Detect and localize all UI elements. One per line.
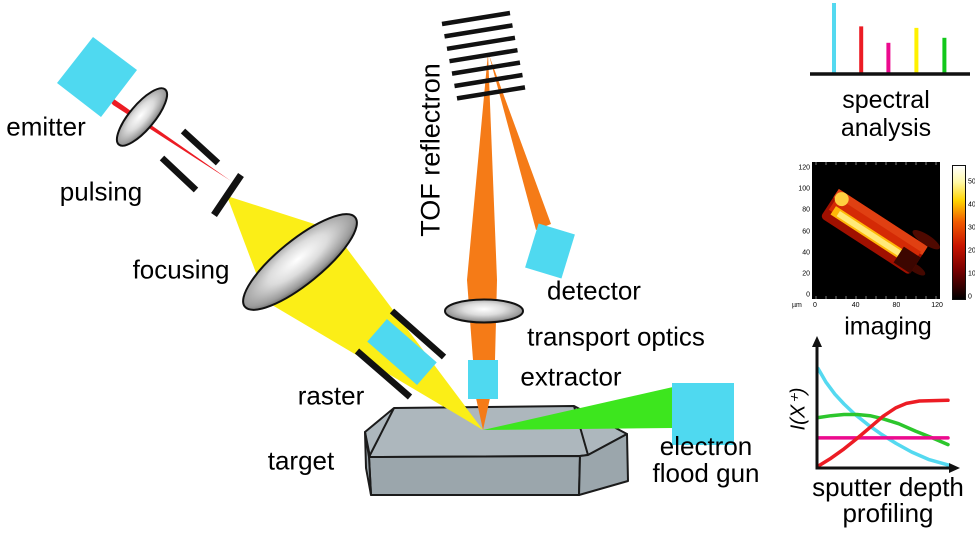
extractor-label: extractor [520,361,622,392]
imaging-xtick: 40 [851,302,860,309]
imaging-ytick: 40 [802,249,810,257]
pulsing-label: pulsing [59,176,143,207]
flood-gun-label-line1: electron [659,431,753,461]
depth-profile-axes [812,336,960,473]
pulsing-lens [115,87,169,147]
emitter-box [57,37,137,117]
profile-curve-red-sigmoid [816,398,950,468]
intensity-colorbar [952,165,966,300]
spectral-analysis-label: spectral analysis [841,86,931,142]
reflected-beam-to-detector [489,55,551,230]
colorbar-tick: 30 [968,224,975,232]
imaging-label: imaging [844,312,932,341]
imaging-ytick: 100 [798,185,810,193]
yellow-beam-tip [441,405,483,430]
colorbar-tick: 40 [968,201,975,209]
colorbar-tick: 20 [968,247,975,255]
transport-optics-lens [444,298,524,324]
extractor-box [468,360,498,399]
imaging-xtick: 80 [892,302,901,309]
colorbar-tick: 10 [968,270,975,278]
raster-plate-lower [354,348,413,400]
imaging-xtick: 120 [931,302,943,309]
flood-gun-label-line2: flood gun [652,458,760,488]
imaging-ytick: 120 [798,164,810,172]
imaging-ytick: 80 [802,206,810,214]
pulsing-plate-lower [159,155,199,193]
profile-curve-green-hump [816,412,950,447]
imaged-sample-bar [821,188,940,276]
imaging-x-unit: µm [792,302,802,309]
focusing-label: focusing [132,254,230,285]
tof-reflectron-grid [441,10,526,101]
focusing-lens [242,213,358,311]
imaging-ytick: 0 [806,291,810,299]
raster-plate-upper [389,308,447,360]
electron-flood-gun-label: electron flood gun [653,433,760,487]
imaging-xtick: 0 [813,302,817,309]
green-electron-beam [483,387,673,430]
secondary-ion-beam [467,53,497,430]
profiling-label-line1: sputter depth [812,472,964,502]
raster-label: raster [297,380,365,411]
colorbar-tick: 50 [968,178,975,186]
spectral-analysis-chart [810,3,970,76]
detector-label: detector [547,275,641,306]
depth-profile-ylabel: I(X⁺) [787,387,810,431]
spectrum-peaks [832,3,947,74]
image-edge-ticks [815,162,937,299]
raster-beam-segment [367,319,437,385]
electron-flood-gun-box [672,383,734,445]
imaging-ytick: 60 [802,228,810,236]
profile-curve-cyan-decay [816,366,950,467]
chopper-plate [211,173,244,217]
profiling-label-line2: profiling [842,498,934,528]
target-label: target [267,445,335,476]
detector-box [525,223,575,279]
colorbar-tick: 0 [968,293,972,301]
pulsing-plate-upper [180,128,221,166]
transport-optics-label: transport optics [527,321,705,352]
sputter-depth-profiling-label: sputter depth profiling [812,474,964,526]
imaging-ytick: 20 [802,270,810,278]
tof-reflectron-label: TOF reflectron [415,63,446,237]
spectral-label-line2: analysis [840,114,932,142]
depth-profile-curves [816,366,950,468]
ion-image [812,162,940,299]
spectral-label-line1: spectral [842,86,930,114]
depth-profile-chart [812,336,960,473]
emitter-label: emitter [6,111,86,142]
